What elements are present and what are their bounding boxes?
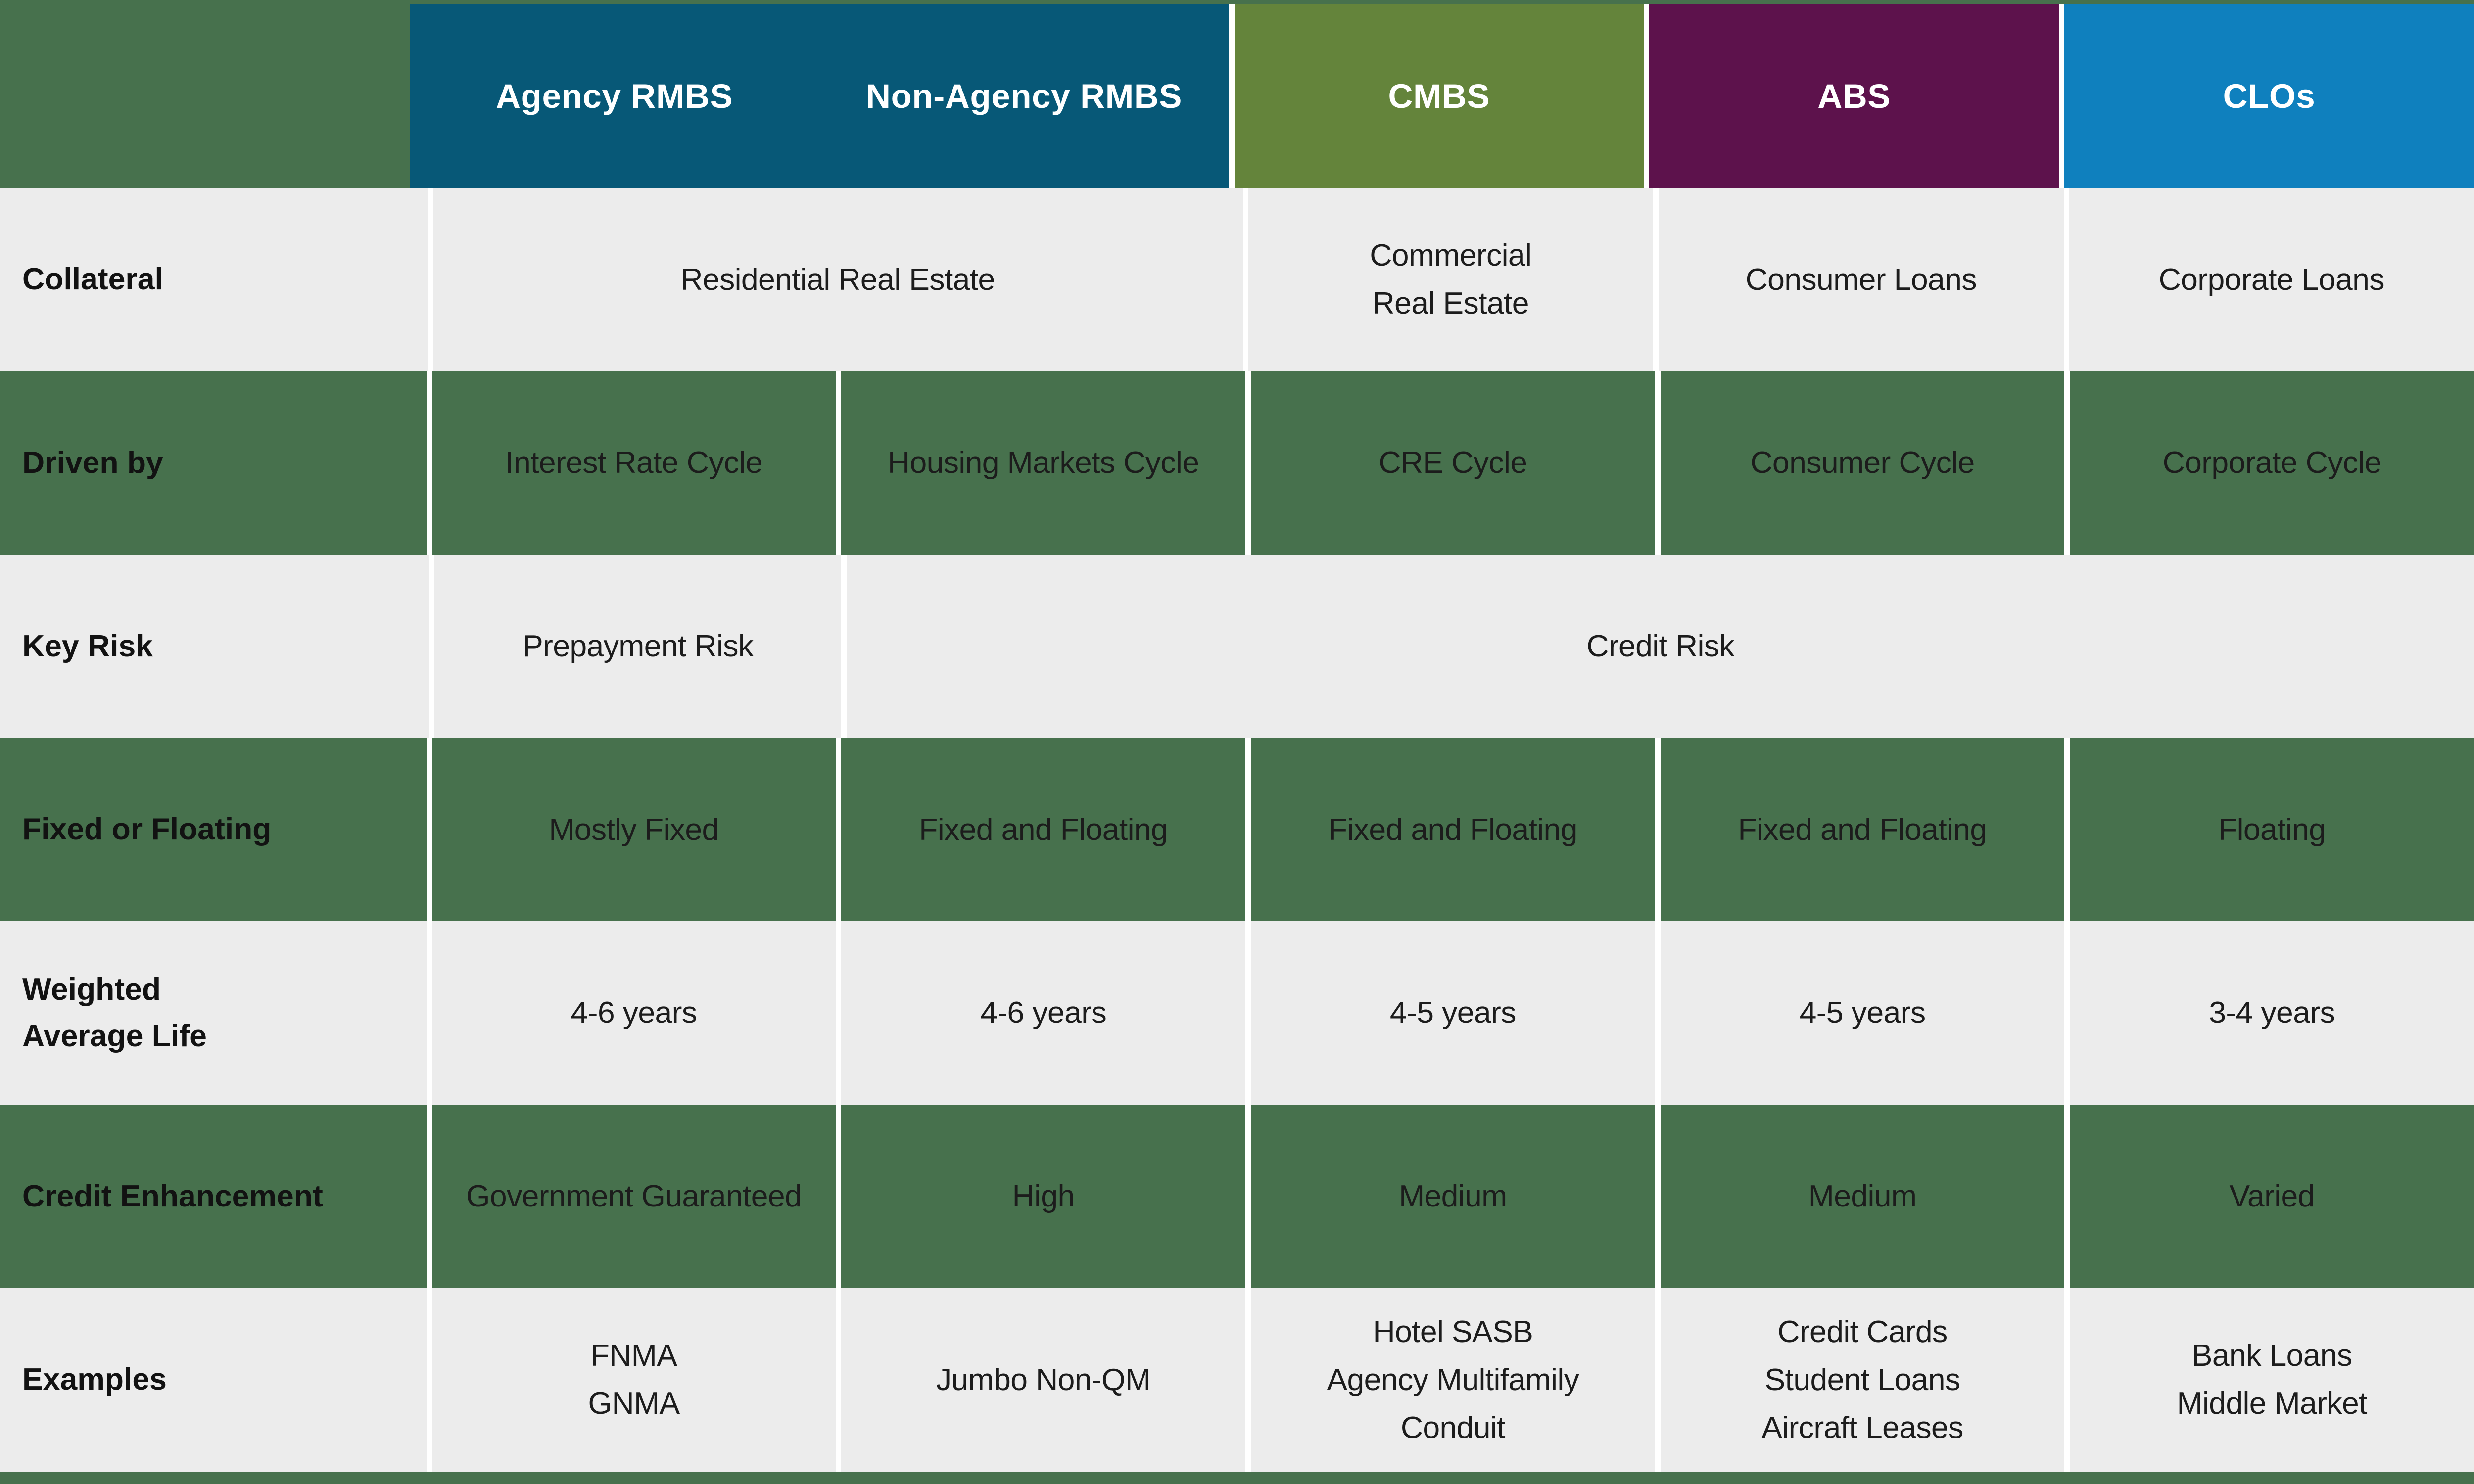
cell-examples-clos: Bank Loans Middle Market (2064, 1288, 2474, 1472)
cell-line: Credit Cards (1777, 1314, 1948, 1349)
cell-line: Real Estate (1372, 286, 1529, 321)
cell-line: FNMA (590, 1338, 677, 1373)
cell-line: Bank Loans (2191, 1338, 2352, 1373)
row-driven-by: Driven by Interest Rate Cycle Housing Ma… (0, 371, 2474, 555)
cell-ce-non-agency: High (836, 1105, 1246, 1288)
header-cell-non-agency-rmbs: Non-Agency RMBS (866, 77, 1183, 115)
cell-collateral-abs: Consumer Loans (1653, 187, 2064, 371)
row-label-examples: Examples (0, 1288, 427, 1472)
cell-fixed-clos: Floating (2064, 738, 2474, 922)
cell-ce-agency: Government Guaranteed (426, 1105, 836, 1288)
row-credit-enhancement: Credit Enhancement Government Guaranteed… (0, 1105, 2474, 1288)
header-cell-rmbs-group: Agency RMBS Non-Agency RMBS (409, 4, 1229, 188)
row-collateral: Collateral Residential Real Estate Comme… (0, 187, 2474, 371)
label-line: Average Life (22, 1018, 207, 1053)
cell-collateral-residential: Residential Real Estate (427, 187, 1243, 371)
cell-examples-abs: Credit Cards Student Loans Aircraft Leas… (1655, 1288, 2065, 1472)
cell-examples-non-agency: Jumbo Non-QM (836, 1288, 1246, 1472)
cell-wal-cmbs: 4-5 years (1245, 921, 1655, 1105)
cell-wal-non-agency: 4-6 years (836, 921, 1246, 1105)
header-cell-clos: CLOs (2059, 4, 2474, 188)
header-cell-agency-rmbs: Agency RMBS (496, 77, 733, 115)
header-cell-cmbs: CMBS (1229, 4, 1644, 188)
label-line: Weighted (22, 972, 161, 1007)
cell-fixed-abs: Fixed and Floating (1655, 738, 2065, 922)
cell-driven-non-agency: Housing Markets Cycle (836, 371, 1246, 555)
row-examples: Examples FNMA GNMA Jumbo Non-QM Hotel SA… (0, 1288, 2474, 1472)
row-fixed-or-floating: Fixed or Floating Mostly Fixed Fixed and… (0, 738, 2474, 922)
cell-line: Conduit (1400, 1410, 1506, 1445)
cell-driven-cmbs: CRE Cycle (1245, 371, 1655, 555)
cell-ce-cmbs: Medium (1245, 1105, 1655, 1288)
row-label-fixed-or-floating: Fixed or Floating (0, 738, 427, 922)
cell-line: Student Loans (1764, 1362, 1961, 1397)
cell-wal-agency: 4-6 years (426, 921, 836, 1105)
header-row: Agency RMBS Non-Agency RMBS CMBS ABS CLO… (0, 4, 2474, 188)
row-label-credit-enhancement: Credit Enhancement (0, 1105, 427, 1288)
cell-fixed-non-agency: Fixed and Floating (836, 738, 1246, 922)
cell-line: Middle Market (2177, 1386, 2368, 1421)
cell-fixed-agency: Mostly Fixed (426, 738, 836, 922)
cell-fixed-cmbs: Fixed and Floating (1245, 738, 1655, 922)
row-label-driven-by: Driven by (0, 371, 427, 555)
cell-line: Commercial (1370, 238, 1532, 273)
cell-wal-abs: 4-5 years (1655, 921, 2065, 1105)
cell-ce-abs: Medium (1655, 1105, 2065, 1288)
cell-driven-clos: Corporate Cycle (2064, 371, 2474, 555)
cell-key-risk-agency: Prepayment Risk (429, 555, 842, 738)
cell-line: Agency Multifamily (1327, 1362, 1579, 1397)
row-label-key-risk: Key Risk (0, 555, 429, 738)
cell-key-risk-credit: Credit Risk (841, 555, 2474, 738)
cell-driven-agency: Interest Rate Cycle (426, 371, 836, 555)
cell-driven-abs: Consumer Cycle (1655, 371, 2065, 555)
cell-collateral-clos: Corporate Loans (2063, 187, 2474, 371)
row-key-risk: Key Risk Prepayment Risk Credit Risk (0, 555, 2474, 738)
cell-examples-cmbs: Hotel SASB Agency Multifamily Conduit (1245, 1288, 1655, 1472)
header-cell-abs: ABS (1644, 4, 2059, 188)
cell-collateral-cmbs: Commercial Real Estate (1242, 187, 1653, 371)
row-label-collateral: Collateral (0, 187, 428, 371)
header-cell-empty (0, 4, 410, 188)
cell-line: Hotel SASB (1373, 1314, 1533, 1349)
cell-line: GNMA (588, 1386, 680, 1421)
row-weighted-average-life: Weighted Average Life 4-6 years 4-6 year… (0, 921, 2474, 1105)
cell-ce-clos: Varied (2064, 1105, 2474, 1288)
cell-wal-clos: 3-4 years (2064, 921, 2474, 1105)
cell-line: Aircraft Leases (1761, 1410, 1963, 1445)
cell-examples-agency: FNMA GNMA (426, 1288, 836, 1472)
row-label-weighted-average-life: Weighted Average Life (0, 921, 427, 1105)
